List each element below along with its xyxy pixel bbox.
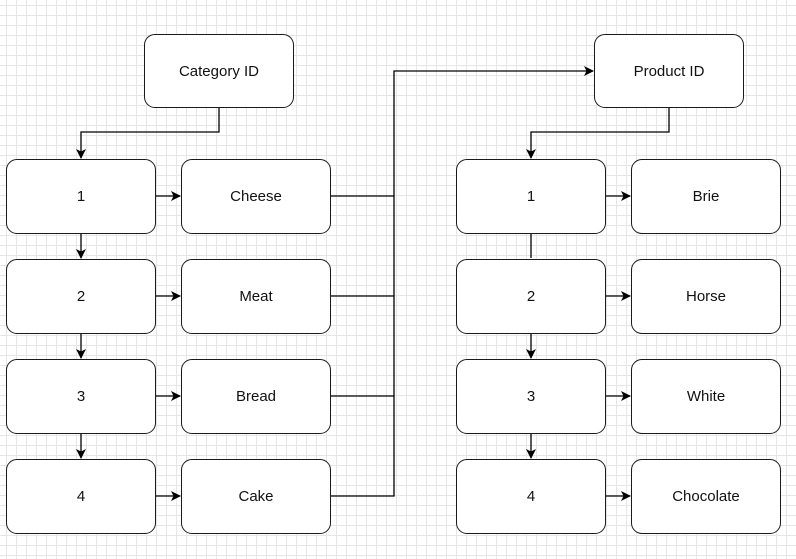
category-name-label: Bread bbox=[235, 388, 277, 405]
category-id-label: 3 bbox=[76, 388, 86, 405]
category-id-label: 4 bbox=[76, 488, 86, 505]
product-name-label: White bbox=[686, 388, 726, 405]
product-name-node-brie[interactable]: Brie bbox=[631, 159, 781, 234]
edge-category-header-to-id-1 bbox=[76, 108, 220, 159]
product-id-node-2[interactable]: 2 bbox=[456, 259, 606, 334]
product-id-label: 3 bbox=[526, 388, 536, 405]
category-name-node-cake[interactable]: Cake bbox=[181, 459, 331, 534]
product-id-label: 2 bbox=[526, 288, 536, 305]
product-name-label: Horse bbox=[685, 288, 726, 305]
product-id-node-4[interactable]: 4 bbox=[456, 459, 606, 534]
category-id-header-label: Category ID bbox=[178, 62, 260, 80]
product-name-node-horse[interactable]: Horse bbox=[631, 259, 781, 334]
category-id-label: 2 bbox=[76, 288, 86, 305]
product-id-label: 4 bbox=[526, 488, 536, 505]
category-id-node-3[interactable]: 3 bbox=[6, 359, 156, 434]
category-name-node-bread[interactable]: Bread bbox=[181, 359, 331, 434]
category-name-label: Cake bbox=[238, 488, 274, 505]
product-id-node-3[interactable]: 3 bbox=[456, 359, 606, 434]
edge-product-header-to-id-1 bbox=[526, 108, 670, 159]
product-id-header-node[interactable]: Product ID bbox=[594, 34, 744, 108]
category-id-node-1[interactable]: 1 bbox=[6, 159, 156, 234]
category-name-label: Cheese bbox=[230, 188, 282, 205]
product-id-label: 1 bbox=[526, 188, 536, 205]
category-id-header-node[interactable]: Category ID bbox=[144, 34, 294, 108]
category-name-label: Meat bbox=[239, 288, 273, 305]
product-id-node-1[interactable]: 1 bbox=[456, 159, 606, 234]
product-name-node-white[interactable]: White bbox=[631, 359, 781, 434]
category-name-node-meat[interactable]: Meat bbox=[181, 259, 331, 334]
product-name-label: Brie bbox=[692, 188, 720, 205]
category-id-node-4[interactable]: 4 bbox=[6, 459, 156, 534]
category-id-label: 1 bbox=[76, 188, 86, 205]
product-name-node-chocolate[interactable]: Chocolate bbox=[631, 459, 781, 534]
edge-cake-to-product-header bbox=[331, 66, 594, 497]
category-id-node-2[interactable]: 2 bbox=[6, 259, 156, 334]
product-id-header-label: Product ID bbox=[633, 62, 705, 80]
product-name-label: Chocolate bbox=[672, 488, 740, 505]
category-name-node-cheese[interactable]: Cheese bbox=[181, 159, 331, 234]
